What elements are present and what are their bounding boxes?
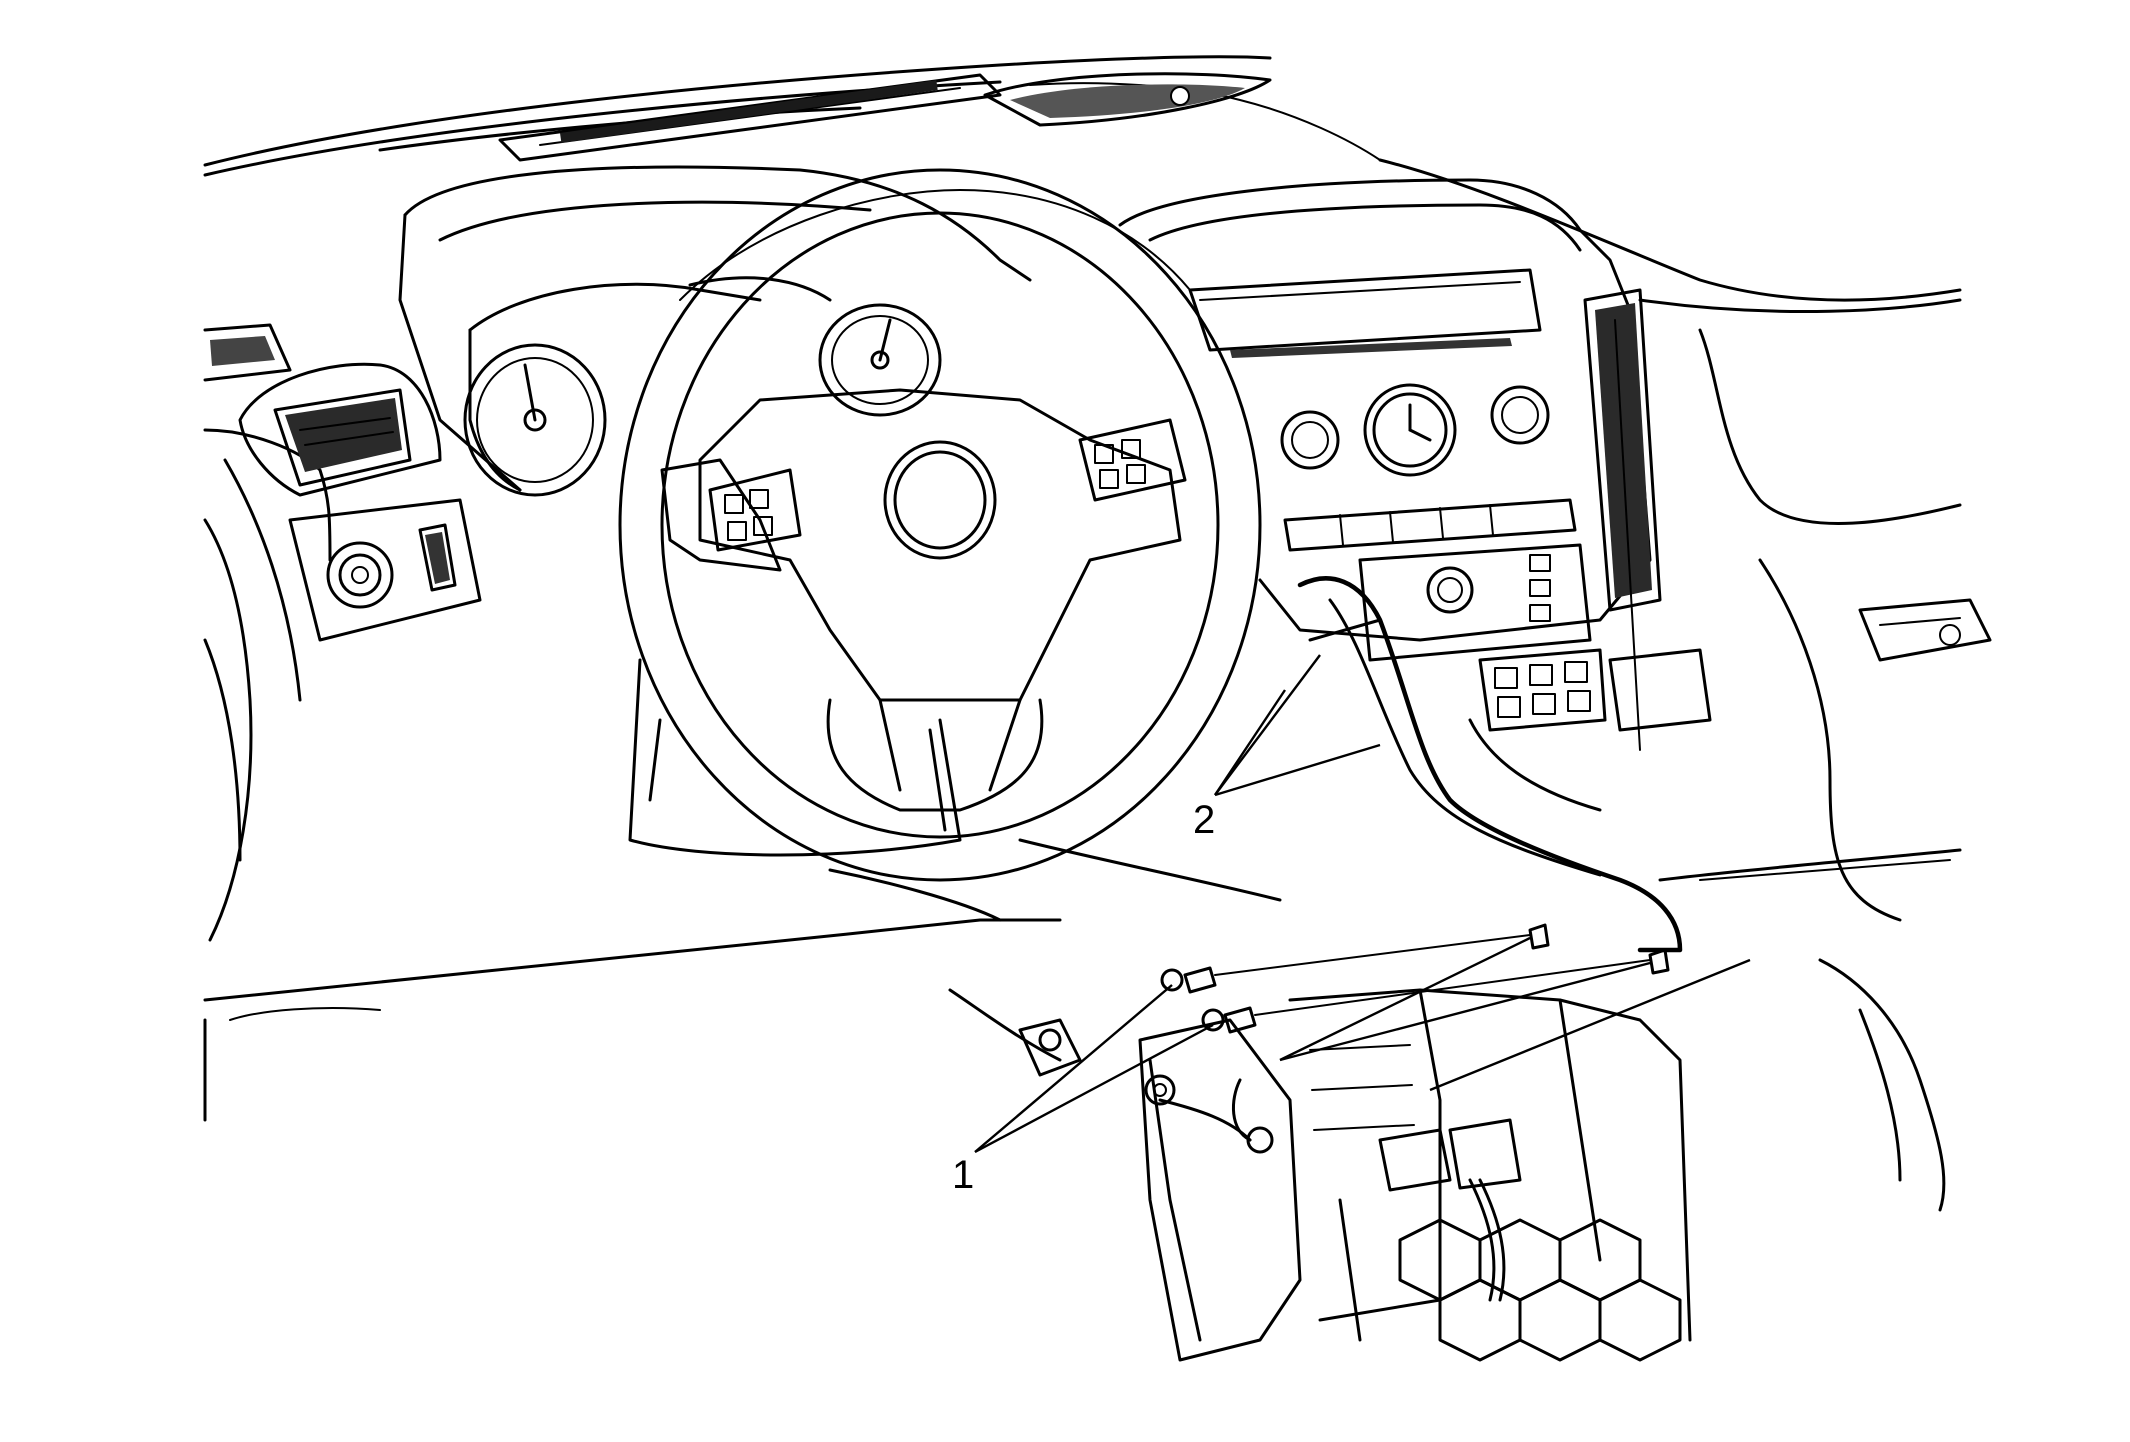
leader-2c [1214,689,1286,796]
leader-2b [1214,743,1381,797]
leader-2a [1214,654,1321,796]
speaker-grille [983,72,1272,127]
callout-label-2: 2 [1193,798,1216,842]
lower-dash [203,838,1962,1122]
dash-right [1378,158,1992,1212]
instrument-gauges [463,276,942,497]
leader-tri-c [1429,958,1751,1092]
fasteners-part-1 [1160,923,1670,1034]
leader-tri-a [1279,936,1531,1062]
callout-label-1: 1 [952,1153,975,1197]
left-lower-bracket [948,988,1252,1342]
leader-tri-b [1279,961,1651,1062]
steering-wheel [618,168,1262,882]
trim-panel-part-2 [1297,576,1683,953]
left-air-vent [238,362,442,497]
leader-1a [974,984,1173,1153]
center-stack [1118,178,1712,751]
honeycomb-lattice [1398,1218,1682,1362]
center-support-bracket [1138,988,1692,1362]
steering-column-shroud [628,658,962,857]
leader-1b [974,1023,1214,1154]
leader-lines [974,654,1751,1154]
defrost-vent [498,73,1002,162]
headlamp-switch-pod [288,498,482,642]
